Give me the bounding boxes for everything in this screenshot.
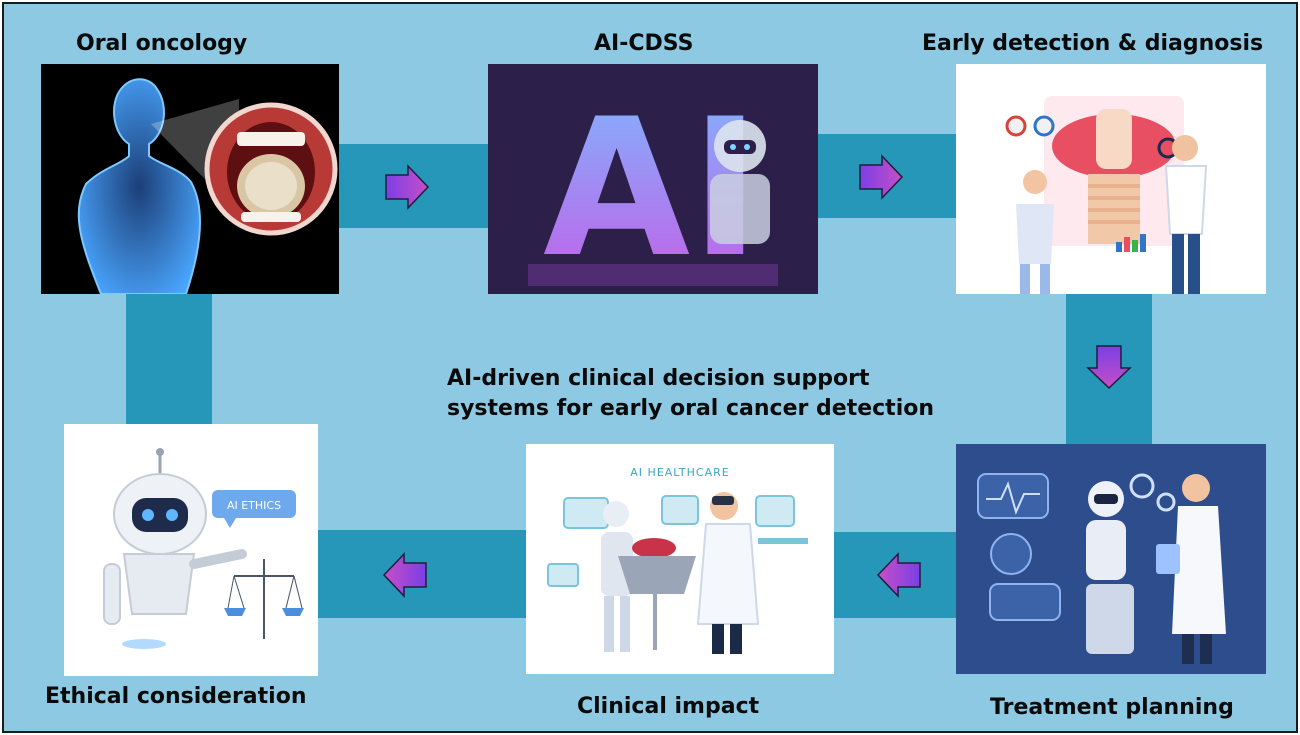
treatment-planning-illustration (977, 473, 1226, 664)
panel-early-detection (956, 64, 1266, 294)
panel-oral-oncology (41, 64, 339, 294)
panel-ethical-consideration: AI ETHICS (64, 424, 318, 676)
label-early-detection: Early detection & diagnosis (922, 31, 1264, 56)
arrow-oncology-to-cdss (384, 164, 430, 214)
label-treatment-planning: Treatment planning (990, 695, 1234, 720)
connector-left-vertical (126, 292, 212, 427)
arrow-detection-to-treatment (1086, 344, 1132, 394)
arrow-treatment-to-impact (876, 552, 922, 602)
label-ethical-consideration: Ethical consideration (45, 684, 307, 709)
ai-cdss-illustration: AI (528, 78, 778, 294)
label-clinical-impact: Clinical impact (577, 694, 760, 719)
arrow-impact-to-ethics (382, 552, 428, 602)
arrow-left-icon (382, 552, 427, 598)
label-oral-oncology: Oral oncology (76, 31, 248, 56)
ai-healthcare-banner: AI HEALTHCARE (630, 466, 729, 479)
ethical-consideration-illustration: AI ETHICS (103, 448, 304, 649)
arrow-down-icon (1086, 345, 1132, 390)
ai-ethics-bubble-text: AI ETHICS (227, 499, 281, 512)
bar-chart-icon (1116, 234, 1146, 252)
panel-ai-cdss: AI (488, 64, 818, 294)
ai-ethics-bubble (212, 490, 296, 518)
arrow-right-icon (859, 154, 904, 200)
oral-oncology-illustration (77, 78, 338, 294)
panel-treatment-planning (956, 444, 1266, 674)
arrow-left-icon (876, 552, 921, 598)
label-ai-cdss: AI-CDSS (594, 31, 694, 56)
panel-clinical-impact: AI HEALTHCARE (526, 444, 834, 674)
diagram-title-line-1: AI-driven clinical decision support (447, 366, 870, 391)
arrow-right-icon (385, 164, 430, 210)
arrow-cdss-to-detection (858, 154, 904, 204)
diagram-title-line-2: systems for early oral cancer detection (447, 396, 935, 421)
diagram-title: AI-driven clinical decision support syst… (447, 364, 934, 424)
clinical-impact-illustration: AI HEALTHCARE (547, 466, 808, 654)
early-detection-illustration (1005, 96, 1208, 294)
